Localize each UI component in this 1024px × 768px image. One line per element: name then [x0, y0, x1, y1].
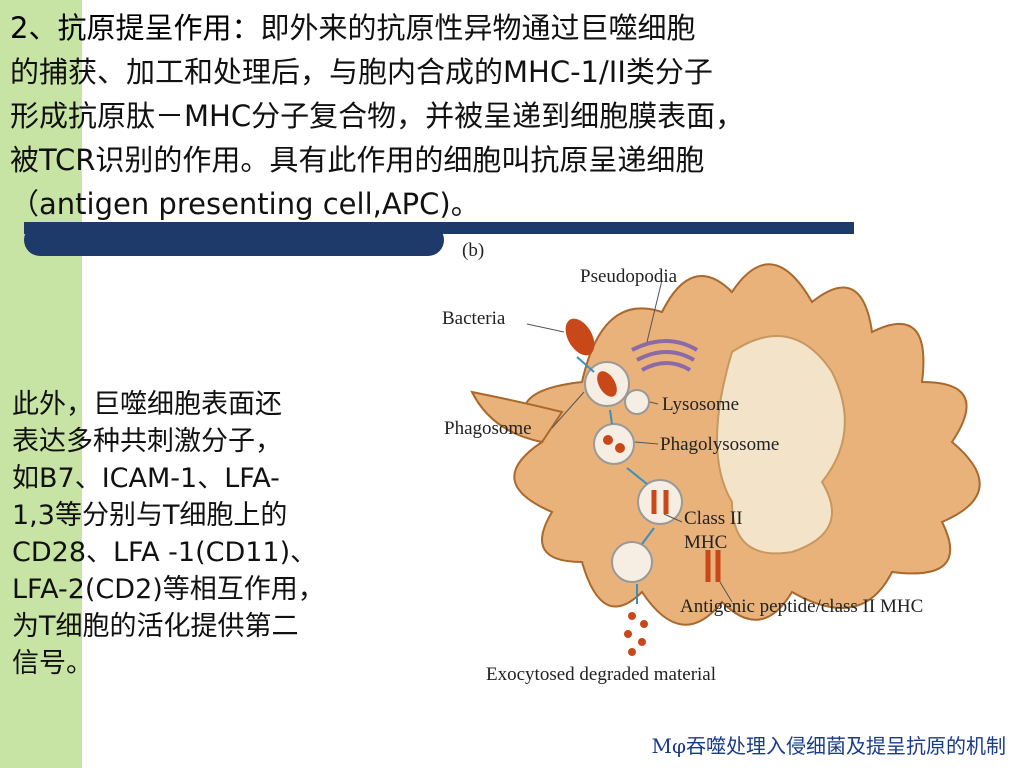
surface-class-ii-mhc — [705, 550, 721, 582]
macrophage-diagram: (b) Pseudopodia Bacteria Lysosome Phagos… — [442, 240, 981, 685]
surface-vesicle — [611, 541, 653, 583]
golgi-apparatus — [631, 339, 699, 372]
phagolysosome — [593, 423, 635, 465]
bacterium — [565, 318, 595, 356]
exocytosed-particles — [624, 612, 648, 656]
label-mhc: MHC — [684, 532, 727, 553]
label-class-ii: Class II — [684, 508, 743, 529]
process-arrows — [576, 356, 655, 604]
class-ii-vesicle — [637, 479, 683, 525]
side-line: 此外，巨噬细胞表面还 — [12, 389, 282, 420]
side-paragraph: 此外，巨噬细胞表面还 表达多种共刺激分子， 如B7、ICAM-1、LFA- 1,… — [12, 386, 442, 682]
top-line-3: 形成抗原肽－MHC分子复合物，并被呈递到细胞膜表面， — [10, 99, 745, 133]
divider-pill — [24, 224, 444, 256]
antigen-fragment — [603, 435, 613, 445]
macrophage-figure: (b) Pseudopodia Bacteria Lysosome Phagos… — [432, 232, 1022, 702]
top-line-1-rest: 即外来的抗原性异物通过巨噬细胞 — [260, 11, 696, 45]
side-line: 表达多种共刺激分子， — [12, 426, 282, 457]
label-bacteria: Bacteria — [442, 308, 506, 329]
side-line: 信号。 — [12, 648, 93, 679]
nucleus — [716, 335, 846, 555]
panel-label: (b) — [462, 240, 484, 261]
side-line: 为T细胞的活化提供第二 — [12, 611, 299, 642]
side-line: 1,3等分别与T细胞上的 — [12, 500, 288, 531]
bacterium — [597, 371, 617, 397]
left-accent-bar — [0, 0, 82, 768]
label-phagosome: Phagosome — [444, 418, 532, 439]
label-exocytosed: Exocytosed degraded material — [486, 664, 716, 685]
figure-caption: Mφ吞噬处理入侵细菌及提呈抗原的机制 — [651, 734, 1006, 758]
side-line: 如B7、ICAM-1、LFA- — [12, 463, 280, 494]
label-antigenic-peptide: Antigenic peptide/class II MHC — [680, 596, 923, 617]
top-line-1: 2、抗原提呈作用：即外来的抗原性异物通过巨噬细胞 — [10, 6, 1020, 50]
top-line-5: （antigen presenting cell,APC)。 — [10, 187, 480, 221]
label-lysosome: Lysosome — [662, 394, 739, 415]
side-line: LFA-2(CD2)等相互作用， — [12, 574, 325, 605]
section-heading: 2、抗原提呈作用： — [10, 11, 261, 45]
side-line: CD28、LFA -1(CD11)、 — [12, 537, 318, 568]
label-phagolysosome: Phagolysosome — [660, 434, 779, 455]
leader-lines — [526, 279, 733, 603]
pseudopod — [470, 390, 564, 444]
label-pseudopodia: Pseudopodia — [580, 266, 678, 287]
top-paragraph: 2、抗原提呈作用：即外来的抗原性异物通过巨噬细胞 的捕获、加工和处理后，与胞内合… — [10, 6, 1020, 226]
top-line-2: 的捕获、加工和处理后，与胞内合成的MHC-1/II类分子 — [10, 55, 713, 89]
top-line-4: 被TCR识别的作用。具有此作用的细胞叫抗原呈递细胞 — [10, 143, 705, 177]
class-ii-mhc-molecule — [651, 490, 669, 514]
antigen-fragment — [615, 443, 625, 453]
lysosome — [624, 389, 650, 415]
